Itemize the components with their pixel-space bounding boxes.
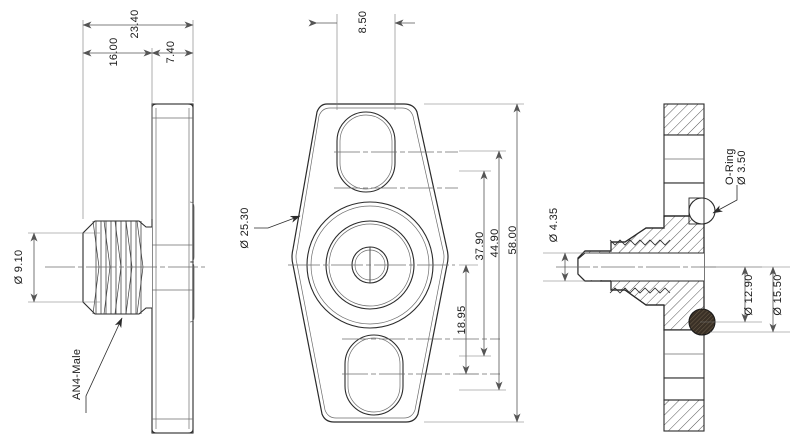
- dim-dia-15-50: Ø 15.50: [710, 266, 790, 333]
- leader-an4-male-label: AN4-Male: [71, 349, 83, 400]
- leader-an4-male: AN4-Male: [71, 317, 123, 413]
- view-right-section: Ø 4.35 Ø 3.50 O-Ring Ø 12.90 Ø 15.50: [543, 103, 790, 432]
- dim-44-90: 44.90: [459, 150, 506, 391]
- right-oring-seat-upper: [688, 197, 716, 225]
- leader-oring: Ø 3.50 O-Ring: [712, 148, 748, 214]
- dim-dia-4-35-label: Ø 4.35: [548, 208, 560, 243]
- dim-7-40-label: 7.40: [165, 41, 177, 64]
- dim-7-40: 7.40: [151, 41, 194, 64]
- dim-dia-4-35: Ø 4.35: [543, 208, 600, 282]
- middle-slot-lower: [344, 334, 404, 416]
- right-bore: [556, 252, 716, 282]
- dim-16-00-label: 16.00: [108, 37, 120, 66]
- dim-18-95-label: 18.95: [456, 305, 468, 334]
- dim-8-50: 8.50: [308, 11, 415, 110]
- dim-37-90-label: 37.90: [474, 231, 486, 260]
- middle-centre-lines: [288, 151, 500, 375]
- dim-58-00-label: 58.00: [507, 225, 519, 254]
- dim-dia-9-10-label: Ø 9.10: [13, 250, 25, 285]
- view-left-side: 23.40 16.00 7.40 Ø 9.10 AN4-Male: [13, 9, 205, 434]
- left-flange-body: [151, 103, 195, 434]
- dim-16-00: 16.00: [82, 37, 153, 219]
- right-flange-lower: [663, 329, 705, 432]
- dim-8-50-label: 8.50: [357, 11, 369, 34]
- dim-dia-12-90-label: Ø 12.90: [743, 274, 755, 315]
- dim-dia-15-50-label: Ø 15.50: [772, 274, 784, 315]
- dim-dia-9-10: Ø 9.10: [13, 232, 100, 303]
- dim-44-90-label: 44.90: [489, 228, 501, 257]
- right-thread-marks: [609, 239, 671, 294]
- leader-dia-25-30-label: Ø 25.30: [239, 207, 251, 248]
- dim-37-90: 37.90: [459, 170, 491, 357]
- leader-oring-dia: Ø 3.50: [736, 150, 748, 185]
- left-threaded-nipple: [45, 220, 205, 315]
- right-flange-upper: [663, 103, 705, 217]
- leader-oring-label: O-Ring: [724, 148, 736, 185]
- leader-dia-25-30: Ø 25.30: [239, 207, 301, 249]
- dim-58-00: 58.00: [424, 103, 524, 423]
- dim-23-40-label: 23.40: [129, 9, 141, 38]
- view-middle-front: 8.50 Ø 25.30 18.95 37.90 44.90: [239, 11, 524, 423]
